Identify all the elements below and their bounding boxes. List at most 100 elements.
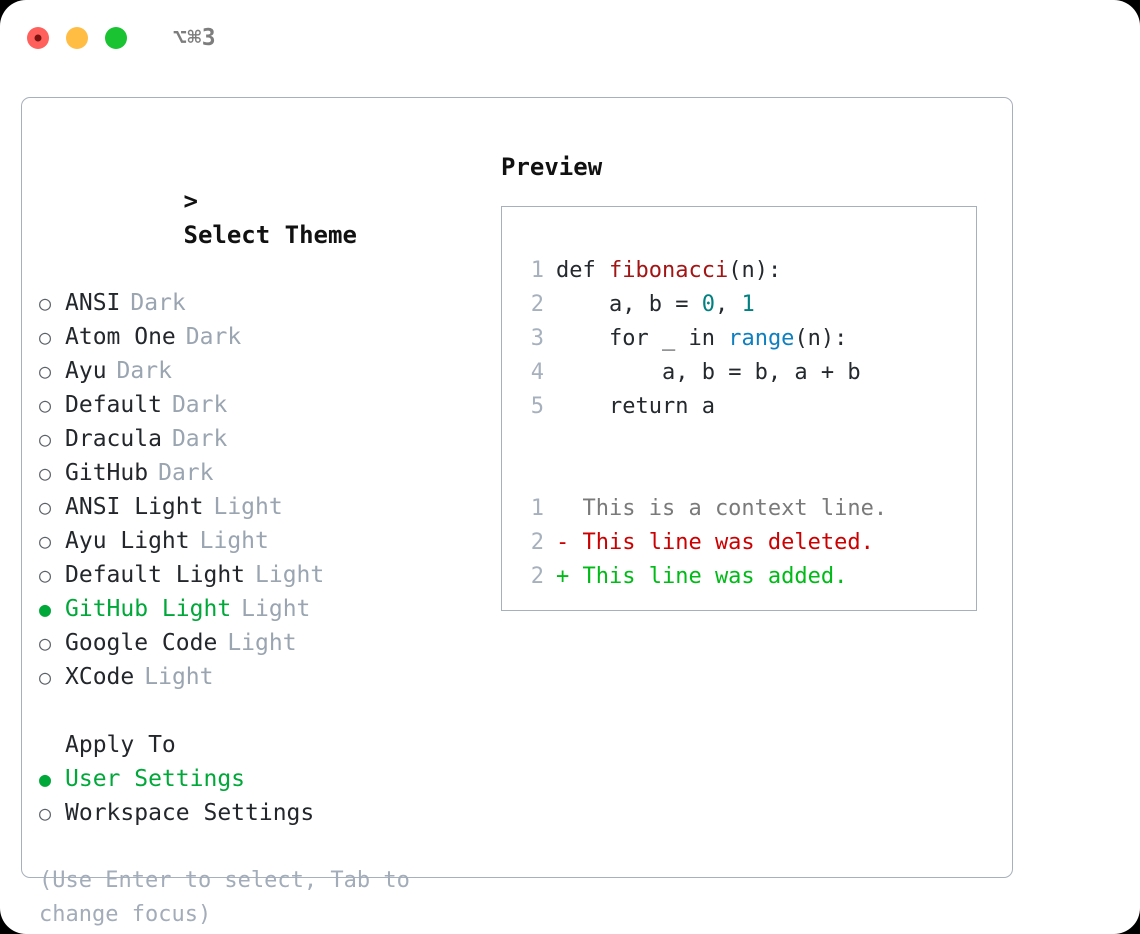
code-token-plain: (n):	[794, 326, 848, 351]
code-line: 4 a, b = b, a + b	[520, 356, 976, 390]
radio-unselected-icon: ○	[39, 801, 52, 825]
radio-unselected-icon: ○	[39, 359, 52, 383]
code-token-plain: a, b = b, a + b	[661, 360, 861, 385]
diff-line-content: - This line was deleted.	[556, 530, 874, 555]
line-number: 2	[530, 292, 544, 317]
preview-title: Preview	[501, 153, 603, 181]
theme-option-tag: Dark	[158, 460, 214, 486]
theme-option-tag: Light	[213, 494, 283, 520]
radio-unselected-icon: ○	[39, 325, 52, 349]
code-token-plain: (n):	[728, 258, 782, 283]
code-line: 5 return a	[520, 390, 976, 424]
apply-to-option-user-settings[interactable]: ● User Settings	[39, 762, 499, 796]
radio-selected-icon: ●	[39, 767, 52, 791]
theme-option-tag: Light	[227, 630, 297, 656]
code-token-function: fibonacci	[608, 258, 729, 283]
theme-list-header: > Select Theme	[39, 150, 499, 286]
code-line: 3 for _ in range(n):	[520, 322, 976, 356]
radio-unselected-icon: ○	[39, 427, 52, 451]
diff-line-content: + This line was added.	[556, 564, 848, 589]
radio-unselected-icon: ○	[39, 665, 52, 689]
theme-option-tag: Light	[241, 596, 311, 622]
theme-option-label: Ayu	[65, 358, 107, 384]
line-number: 4	[530, 360, 544, 385]
theme-option-label: Dracula	[65, 426, 162, 452]
code-token-plain: for _ in	[608, 326, 729, 351]
traffic-light-controls	[27, 27, 127, 49]
theme-option-tag: Light	[199, 528, 269, 554]
radio-selected-icon: ●	[39, 597, 52, 621]
code-token-number: 1	[741, 292, 755, 317]
theme-option-label: Ayu Light	[65, 528, 190, 554]
window-title: ⌥⌘3	[173, 25, 217, 51]
apply-to-option-workspace-settings[interactable]: ○ Workspace Settings	[39, 796, 499, 830]
code-line: 2 a, b = 0, 1	[520, 288, 976, 322]
theme-option-tag: Dark	[130, 290, 186, 316]
code-token-plain: return a	[608, 394, 715, 419]
list-spacer	[39, 694, 499, 728]
close-button-icon[interactable]	[27, 27, 49, 49]
line-number: 3	[530, 326, 544, 351]
code-token-plain: a, b =	[608, 292, 702, 317]
maximize-button-icon[interactable]	[105, 27, 127, 49]
theme-option-dracula[interactable]: ○ Dracula Dark	[39, 422, 499, 456]
line-number: 2	[530, 564, 544, 589]
radio-unselected-icon: ○	[39, 461, 52, 485]
code-blank-line	[520, 424, 976, 458]
code-token-call: range	[728, 326, 795, 351]
code-line-content: def fibonacci(n):	[556, 254, 781, 288]
radio-unselected-icon: ○	[39, 563, 52, 587]
theme-option-label: ANSI Light	[65, 494, 204, 520]
apply-to-option-label: Workspace Settings	[65, 800, 315, 826]
theme-option-tag: Dark	[171, 426, 228, 452]
theme-option-ayu-light[interactable]: ○ Ayu Light Light	[39, 524, 499, 558]
line-number: 1	[530, 496, 544, 521]
code-token-plain: ,	[714, 292, 742, 317]
code-blank-line	[520, 458, 976, 492]
diff-line-content: This is a context line.	[556, 496, 888, 521]
code-line-content: return a	[556, 390, 715, 424]
minimize-button-icon[interactable]	[66, 27, 88, 49]
keyboard-hint-text: (Use Enter to select, Tab to change focu…	[39, 868, 410, 927]
theme-option-label: GitHub	[65, 460, 149, 486]
diff-block: 1 This is a context line.2- This line wa…	[520, 492, 976, 594]
radio-unselected-icon: ○	[39, 529, 52, 553]
theme-option-ayu[interactable]: ○ Ayu Dark	[39, 354, 499, 388]
code-line-content: a, b = b, a + b	[556, 356, 861, 390]
diff-line-delete: 2- This line was deleted.	[520, 526, 976, 560]
theme-option-default[interactable]: ○ Default Dark	[39, 388, 499, 422]
title-bar: ⌥⌘3	[0, 0, 1140, 76]
diff-line-context: 1 This is a context line.	[520, 492, 976, 526]
radio-unselected-icon: ○	[39, 393, 52, 417]
apply-to-header: Apply To	[65, 732, 176, 758]
theme-list-header-label: Select Theme	[183, 221, 357, 249]
theme-option-tag: Dark	[171, 392, 228, 418]
selection-caret-icon: >	[183, 187, 198, 215]
line-number: 5	[530, 394, 544, 419]
code-token-number: 0	[701, 292, 715, 317]
theme-option-label: ANSI	[65, 290, 121, 316]
theme-option-label: Default	[65, 392, 162, 418]
apply-to-option-label: User Settings	[65, 766, 246, 792]
theme-option-label: Default Light	[65, 562, 246, 588]
theme-option-label: Atom One	[65, 324, 176, 350]
theme-option-tag: Dark	[116, 358, 172, 384]
apply-to-list: ● User Settings ○ Workspace Settings	[39, 762, 499, 830]
theme-option-github[interactable]: ○ GitHub Dark	[39, 456, 499, 490]
theme-option-label: XCode	[65, 664, 135, 690]
theme-option-label: Google Code	[65, 630, 218, 656]
code-line-content: a, b = 0, 1	[556, 288, 755, 322]
